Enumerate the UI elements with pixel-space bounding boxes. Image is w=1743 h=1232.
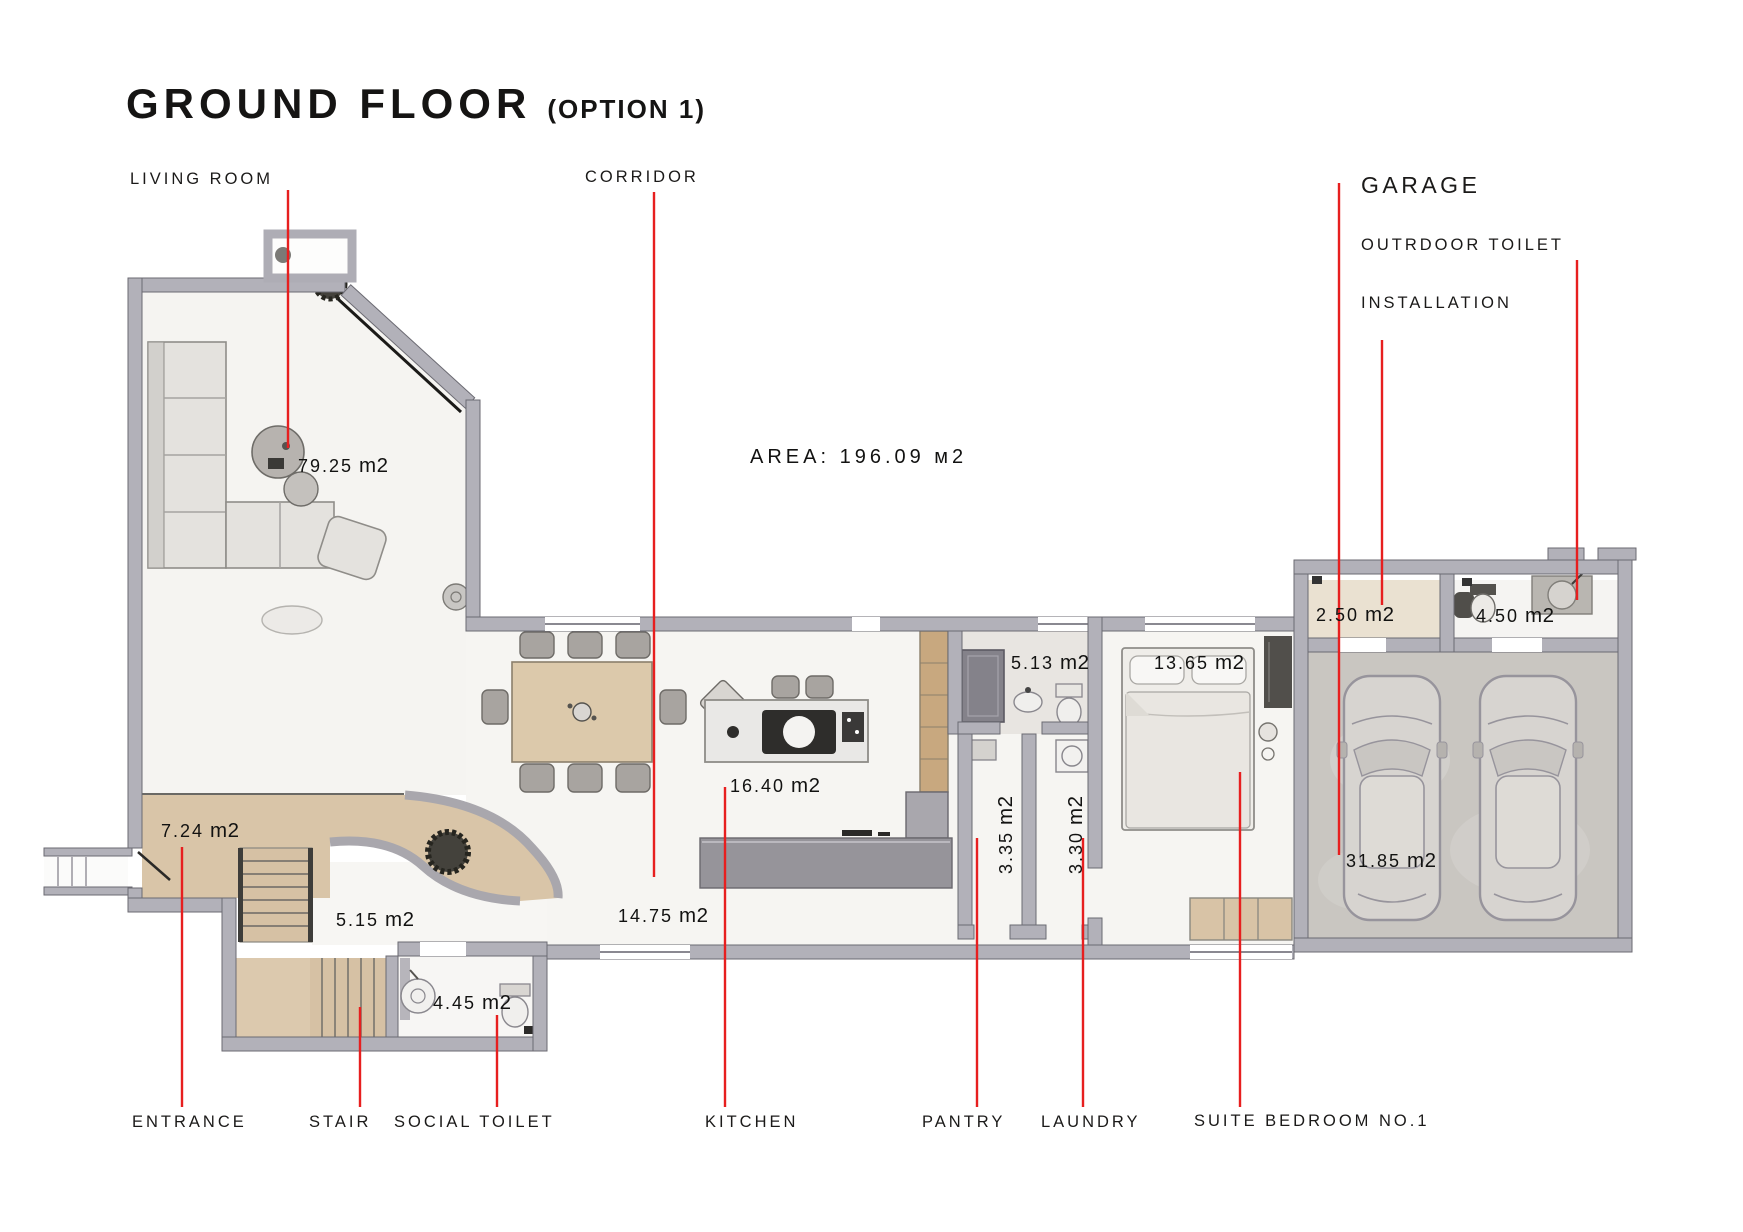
entrance-hall bbox=[142, 790, 563, 906]
upper-stairs bbox=[239, 847, 313, 943]
living-room-furniture bbox=[147, 266, 470, 635]
rug bbox=[261, 605, 323, 635]
curved-wall bbox=[404, 790, 563, 899]
garage bbox=[1336, 674, 1584, 922]
sink bbox=[1013, 691, 1043, 713]
outdoor-toilet-fixture bbox=[1470, 593, 1496, 623]
entrance-door-leaf bbox=[137, 851, 171, 881]
social-toilet-room bbox=[400, 958, 533, 1034]
coffee-table bbox=[251, 425, 305, 479]
round-sink bbox=[400, 978, 436, 1014]
washing-machine bbox=[1055, 739, 1089, 773]
laundry-room bbox=[1055, 739, 1089, 773]
outdoor-sink bbox=[1454, 592, 1474, 618]
installation-room bbox=[1312, 576, 1322, 584]
stool bbox=[442, 583, 470, 611]
lounge-chair bbox=[317, 515, 387, 581]
kitchen-tall-units bbox=[919, 630, 949, 793]
car-2 bbox=[1472, 674, 1584, 922]
diagonal-wall bbox=[340, 284, 476, 409]
kitchen-counter bbox=[699, 837, 953, 889]
outdoor-toilet-room bbox=[1454, 569, 1593, 623]
kitchen bbox=[699, 630, 953, 889]
car-1 bbox=[1336, 674, 1448, 922]
stair-block bbox=[238, 847, 375, 1037]
bathroom bbox=[961, 649, 1083, 727]
glass-wall bbox=[336, 297, 463, 414]
side-table bbox=[283, 471, 319, 507]
plant-icon bbox=[425, 829, 471, 875]
porch bbox=[43, 847, 133, 896]
wardrobe bbox=[1264, 636, 1292, 708]
walls bbox=[127, 229, 1637, 1052]
dining-area bbox=[481, 631, 687, 793]
toilet-fixture bbox=[501, 996, 529, 1028]
suite-bedroom bbox=[1121, 636, 1293, 941]
leader-lines bbox=[180, 183, 1579, 1107]
